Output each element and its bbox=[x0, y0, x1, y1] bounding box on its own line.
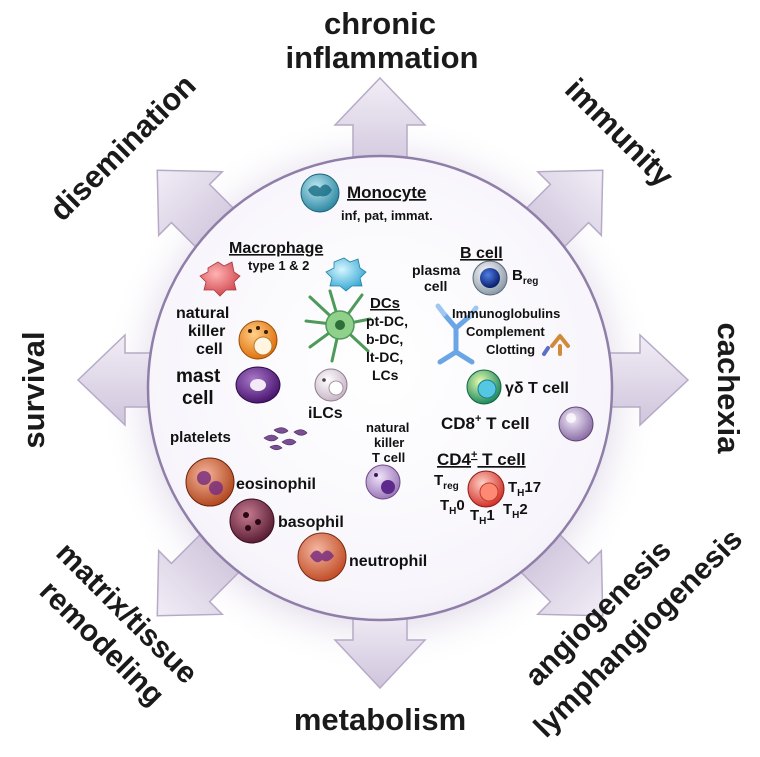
th1-main: T bbox=[470, 507, 479, 524]
label-cachexia: cachexia bbox=[711, 323, 746, 455]
th2-post: 2 bbox=[519, 501, 527, 518]
treg-sub: reg bbox=[443, 481, 459, 492]
platelets-label: platelets bbox=[170, 429, 231, 446]
label-inflammation: inflammation bbox=[286, 40, 479, 75]
th2-main: T bbox=[503, 501, 512, 518]
macrophage-title: Macrophage bbox=[229, 240, 323, 257]
plasma-line2: cell bbox=[424, 278, 447, 294]
dcs-line3: lt-DC, bbox=[366, 349, 403, 365]
nk-cell-line3: cell bbox=[196, 341, 223, 358]
antibody-icon bbox=[435, 303, 479, 365]
th1-post: 1 bbox=[486, 507, 494, 524]
gamma-delta-t-cell-icon bbox=[466, 369, 502, 405]
nk-cell-line1: natural bbox=[176, 305, 229, 322]
ilc-cell-icon bbox=[314, 368, 348, 402]
monocyte-icon bbox=[300, 173, 340, 213]
neutrophil-label: neutrophil bbox=[349, 553, 427, 570]
th17-label: TH17 bbox=[508, 479, 541, 499]
eosinophil-label: eosinophil bbox=[236, 476, 316, 493]
b-cell-icon bbox=[472, 260, 508, 296]
th2-sub: H bbox=[512, 510, 519, 521]
neutrophil-icon bbox=[297, 532, 347, 582]
ilcs-label: iLCs bbox=[308, 405, 343, 422]
treg-main: T bbox=[434, 472, 443, 489]
nkt-cell-icon bbox=[365, 464, 401, 500]
th0-label: TH0 bbox=[440, 497, 465, 517]
cd8-post: T cell bbox=[481, 414, 529, 433]
monocyte-title: Monocyte bbox=[347, 183, 426, 202]
platelet-icon bbox=[263, 427, 308, 451]
immuno-line2: Complement bbox=[466, 324, 545, 339]
nkt-cell-line2: killer bbox=[374, 435, 404, 450]
immuno-line1: Immunoglobulins bbox=[452, 306, 560, 321]
cd8-label: CD8+ T cell bbox=[441, 413, 530, 433]
mast-cell-line2: cell bbox=[182, 388, 214, 409]
label-survival: survival bbox=[16, 331, 51, 448]
basophil-icon bbox=[229, 498, 275, 544]
nk-cell-line2: killer bbox=[188, 323, 225, 340]
plasma-line1: plasma bbox=[412, 262, 460, 278]
th1-sub: H bbox=[479, 516, 486, 527]
dcs-line1: pt-DC, bbox=[366, 313, 408, 329]
th17-post: 17 bbox=[524, 479, 541, 496]
dendritic-cell-icon bbox=[304, 289, 372, 363]
monocyte-subtitle: inf, pat, immat. bbox=[341, 208, 433, 223]
macrophage-subtitle: type 1 & 2 bbox=[248, 258, 309, 273]
mast-cell-icon bbox=[235, 366, 281, 404]
complement-icon bbox=[542, 334, 570, 356]
th17-sub: H bbox=[517, 488, 524, 499]
breg-sub: reg bbox=[523, 276, 539, 287]
mast-cell-line1: mast bbox=[176, 366, 221, 387]
th17-main: T bbox=[508, 479, 517, 496]
basophil-label: basophil bbox=[278, 514, 344, 531]
dcs-title: DCs bbox=[370, 295, 400, 312]
gamma-delta-t-cell-label: γδ T cell bbox=[505, 380, 569, 397]
label-chronic: chronic bbox=[324, 6, 436, 41]
b-cell-title: B cell bbox=[460, 245, 503, 262]
nk-cell-icon bbox=[238, 320, 278, 360]
label-metabolism: metabolism bbox=[294, 702, 466, 737]
cd4-sup: + bbox=[471, 449, 477, 461]
eosinophil-icon bbox=[185, 457, 235, 507]
breg-main: B bbox=[512, 267, 523, 284]
th2-label: TH2 bbox=[503, 501, 528, 521]
macrophage-type1-icon bbox=[199, 261, 241, 297]
cd8-t-cell-icon bbox=[558, 406, 594, 442]
treg-label: Treg bbox=[434, 472, 459, 492]
cd8-sup: + bbox=[475, 413, 481, 425]
immuno-line3: Clotting bbox=[486, 342, 535, 357]
th0-sub: H bbox=[449, 506, 456, 517]
nkt-cell-line3: T cell bbox=[372, 450, 405, 465]
dcs-line4: LCs bbox=[372, 367, 399, 383]
dcs-line2: b-DC, bbox=[366, 331, 403, 347]
cd4-t-cell-icon bbox=[467, 470, 505, 508]
th0-main: T bbox=[440, 497, 449, 514]
cd4-post: T cell bbox=[477, 450, 525, 469]
cd4-title: CD4+ T cell bbox=[437, 449, 526, 469]
macrophage-type2-icon bbox=[325, 257, 367, 292]
cd4-main: CD4 bbox=[437, 450, 472, 469]
breg-label: Breg bbox=[512, 267, 538, 287]
nkt-cell-line1: natural bbox=[366, 420, 409, 435]
th0-post: 0 bbox=[456, 497, 464, 514]
cd8-main: CD8 bbox=[441, 414, 475, 433]
th1-label: TH1 bbox=[470, 507, 495, 527]
